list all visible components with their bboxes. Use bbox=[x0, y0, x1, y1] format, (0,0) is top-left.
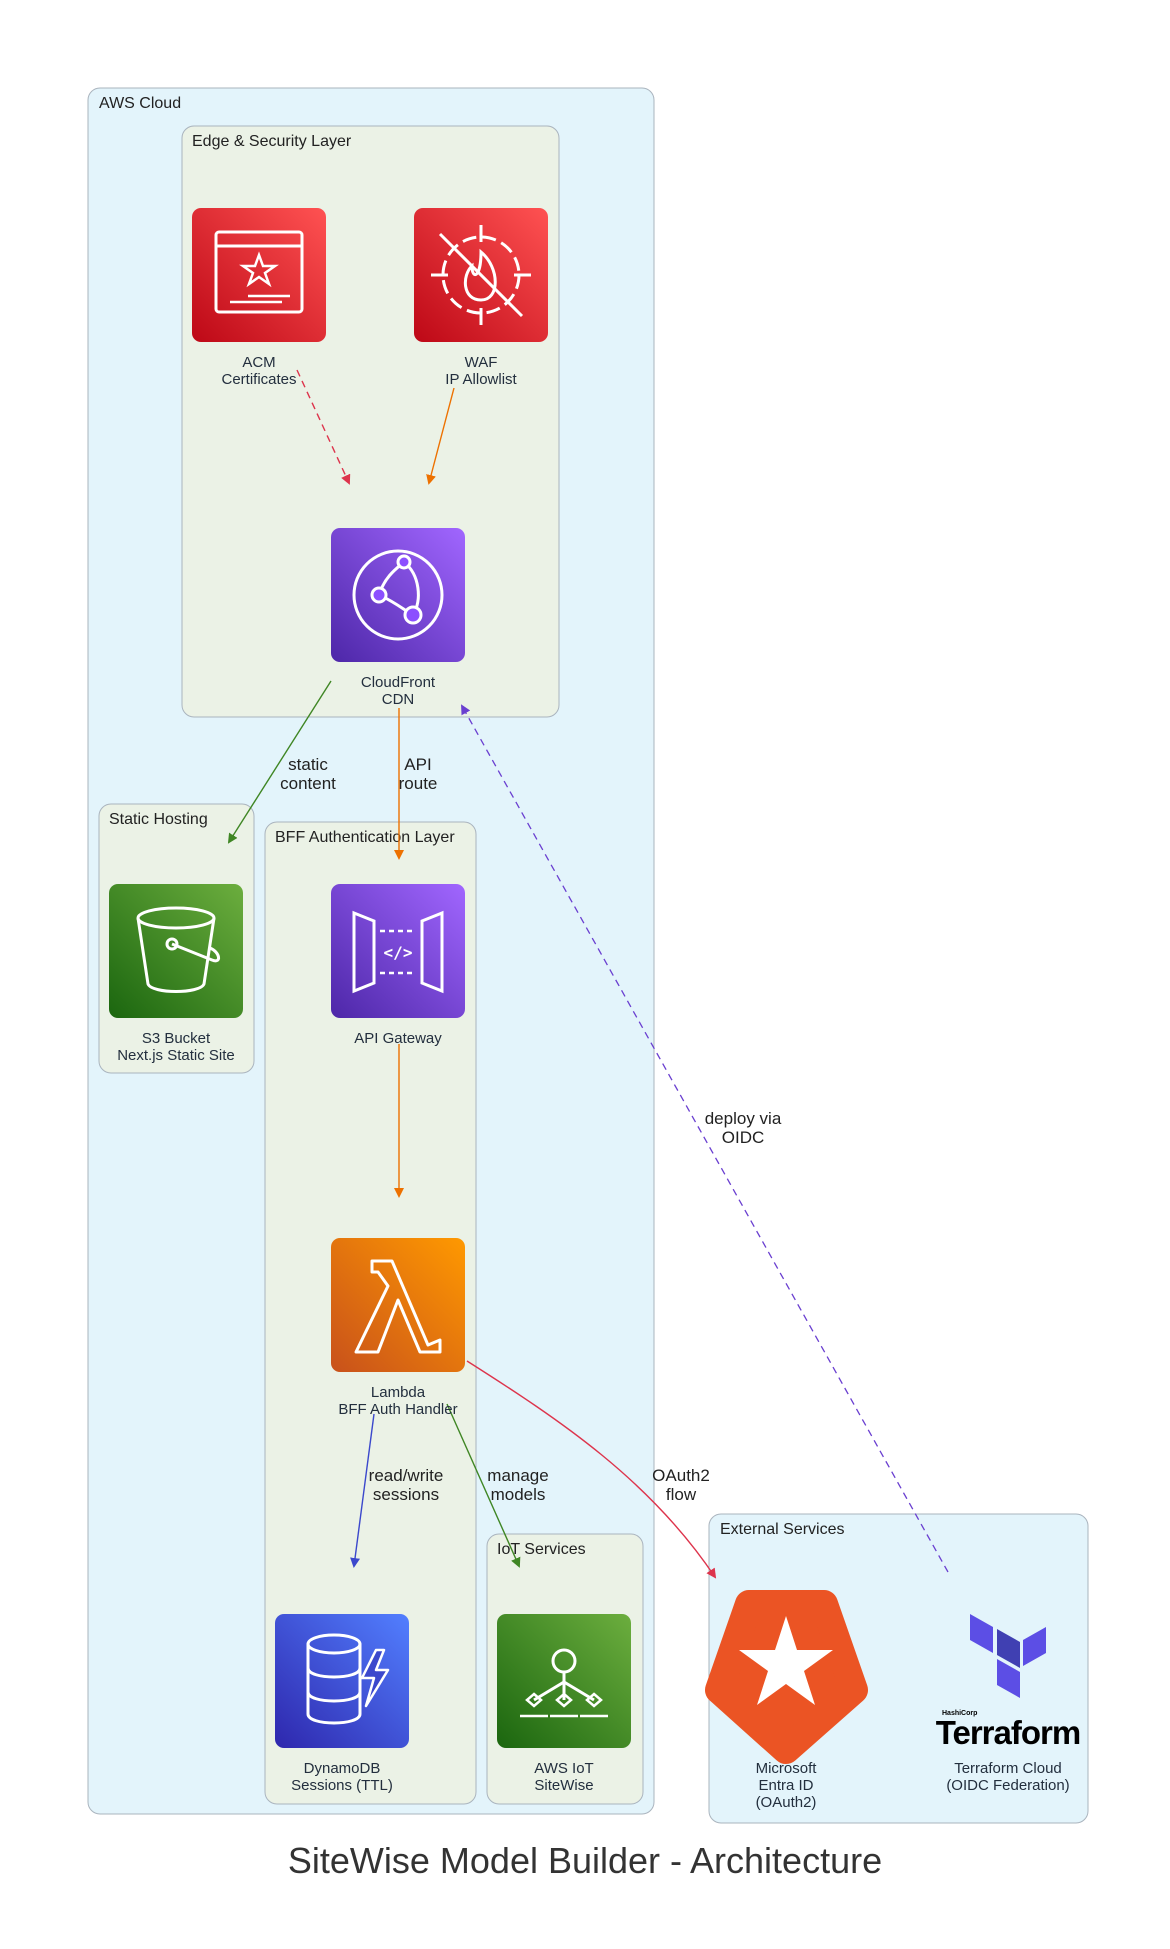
node-lambda-label-line1: Lambda bbox=[371, 1384, 426, 1401]
waf-icon bbox=[414, 208, 548, 342]
cloudfront-icon bbox=[331, 528, 465, 662]
edge-terraform-to-cloudfront bbox=[461, 704, 949, 1573]
node-waf[interactable]: WAF IP Allowlist bbox=[414, 208, 548, 388]
edge-label-manage-line2: models bbox=[491, 1485, 546, 1504]
node-cloudfront[interactable]: CloudFront CDN bbox=[331, 528, 465, 708]
edge-label-static-line1: static bbox=[288, 755, 328, 774]
cluster-label-iot-services: IoT Services bbox=[497, 1541, 586, 1558]
node-waf-label-line1: WAF bbox=[465, 354, 498, 371]
node-dynamodb-label-line2: Sessions (TTL) bbox=[291, 1777, 393, 1794]
edge-acm-to-cloudfront bbox=[296, 369, 351, 485]
api-gateway-icon: </> bbox=[331, 884, 465, 1018]
edges bbox=[227, 369, 949, 1579]
edge-label-api-line1: API bbox=[404, 755, 431, 774]
edge-waf-to-cloudfront bbox=[426, 387, 455, 485]
edge-label-static: static content bbox=[280, 755, 336, 793]
node-s3-label-line2: Next.js Static Site bbox=[117, 1047, 235, 1064]
cluster-label-external-services: External Services bbox=[720, 1521, 845, 1538]
node-dynamodb-label-line1: DynamoDB bbox=[304, 1760, 381, 1777]
terraform-icon bbox=[970, 1614, 1046, 1698]
cluster-label-bff-auth: BFF Authentication Layer bbox=[275, 829, 455, 846]
node-terraform-label-line1: Terraform Cloud bbox=[954, 1760, 1062, 1777]
cluster-label-edge-security: Edge & Security Layer bbox=[192, 133, 352, 150]
certificate-manager-icon bbox=[192, 208, 326, 342]
node-apigw-label-line1: API Gateway bbox=[354, 1030, 442, 1047]
node-cloudfront-label-line2: CDN bbox=[382, 691, 415, 708]
edge-label-readwrite: read/write sessions bbox=[369, 1466, 444, 1504]
node-sitewise-label-line2: SiteWise bbox=[534, 1777, 593, 1794]
edge-label-oauth-line2: flow bbox=[666, 1485, 697, 1504]
edge-label-deploy-line2: OIDC bbox=[722, 1128, 765, 1147]
dynamodb-icon bbox=[275, 1614, 409, 1748]
edge-lambda-to-dynamodb bbox=[350, 1413, 375, 1568]
auth0-icon bbox=[705, 1590, 868, 1764]
node-entra-label-line1: Microsoft bbox=[756, 1760, 818, 1777]
node-dynamodb[interactable]: DynamoDB Sessions (TTL) bbox=[275, 1614, 409, 1794]
edge-label-manage-line1: manage bbox=[487, 1466, 548, 1485]
edge-label-deploy-line1: deploy via bbox=[705, 1109, 782, 1128]
edge-label-deploy: deploy via OIDC bbox=[705, 1109, 782, 1147]
node-entra-label-line3: (OAuth2) bbox=[756, 1794, 817, 1811]
node-entra[interactable]: Microsoft Entra ID (OAuth2) bbox=[705, 1590, 868, 1811]
node-s3[interactable]: S3 Bucket Next.js Static Site bbox=[109, 884, 243, 1064]
edge-label-api: API route bbox=[399, 755, 438, 793]
edge-cloudfront-to-s3 bbox=[227, 680, 332, 844]
edge-label-static-line2: content bbox=[280, 774, 336, 793]
terraform-logo-small-text: HashiCorp bbox=[942, 1710, 977, 1717]
node-apigw[interactable]: </> API Gateway bbox=[331, 884, 465, 1047]
edge-label-oauth-line1: OAuth2 bbox=[652, 1466, 710, 1485]
node-acm-label-line2: Certificates bbox=[221, 371, 296, 388]
cluster-label-static-hosting: Static Hosting bbox=[109, 811, 208, 828]
edge-lambda-to-sitewise bbox=[446, 1403, 521, 1568]
diagram-title: SiteWise Model Builder - Architecture bbox=[288, 1840, 882, 1881]
lambda-icon bbox=[331, 1238, 465, 1372]
edge-lambda-to-entra bbox=[466, 1360, 717, 1579]
edge-label-readwrite-line1: read/write bbox=[369, 1466, 444, 1485]
node-sitewise[interactable]: AWS IoT SiteWise bbox=[497, 1614, 631, 1794]
node-acm-label-line1: ACM bbox=[242, 354, 275, 371]
node-cloudfront-label-line1: CloudFront bbox=[361, 674, 436, 691]
edge-label-api-line2: route bbox=[399, 774, 438, 793]
edge-label-readwrite-line2: sessions bbox=[373, 1485, 439, 1504]
node-lambda[interactable]: Lambda BFF Auth Handler bbox=[331, 1238, 465, 1418]
cluster-label-aws-cloud: AWS Cloud bbox=[99, 95, 181, 112]
terraform-logo-big-text: Terraform bbox=[936, 1714, 1080, 1751]
s3-bucket-icon bbox=[109, 884, 243, 1018]
edge-label-oauth: OAuth2 flow bbox=[652, 1466, 710, 1504]
iot-sitewise-icon bbox=[497, 1614, 631, 1748]
node-entra-label-line2: Entra ID bbox=[758, 1777, 813, 1794]
node-acm[interactable]: ACM Certificates bbox=[192, 208, 326, 388]
node-lambda-label-line2: BFF Auth Handler bbox=[338, 1401, 457, 1418]
edge-label-manage: manage models bbox=[487, 1466, 548, 1504]
node-s3-label-line1: S3 Bucket bbox=[142, 1030, 211, 1047]
node-terraform[interactable]: HashiCorp Terraform Terraform Cloud (OID… bbox=[936, 1614, 1081, 1794]
svg-text:</>: </> bbox=[384, 943, 413, 962]
node-waf-label-line2: IP Allowlist bbox=[445, 371, 517, 388]
node-sitewise-label-line1: AWS IoT bbox=[534, 1760, 593, 1777]
node-terraform-label-line2: (OIDC Federation) bbox=[946, 1777, 1069, 1794]
